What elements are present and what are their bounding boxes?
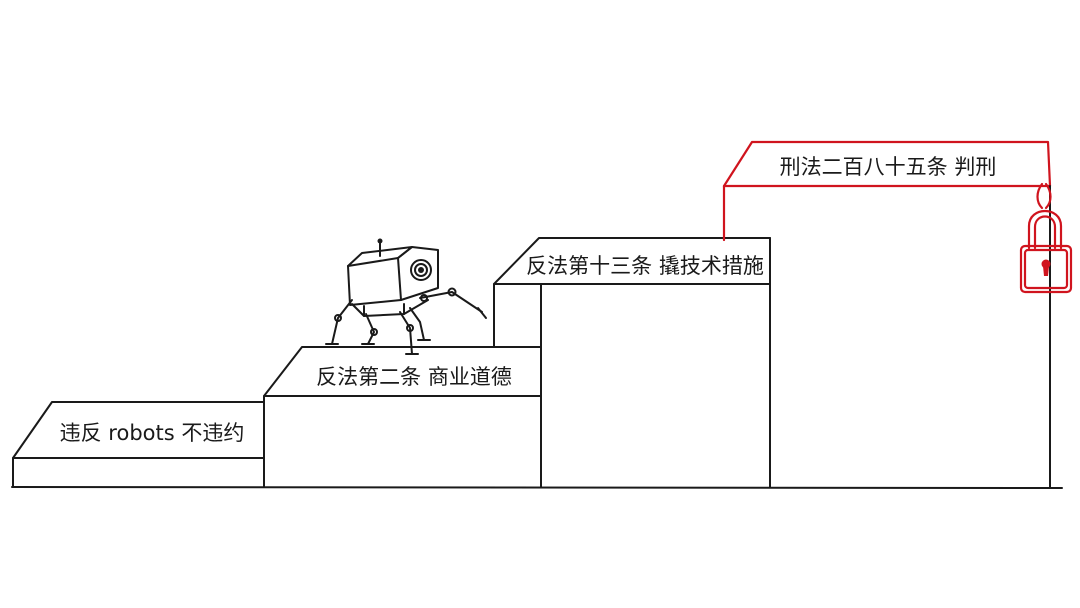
step-1-front xyxy=(12,457,265,488)
ground-line xyxy=(11,486,1063,489)
step-3-front xyxy=(493,237,771,488)
step-3: 反法第十三条 撬技术措施 xyxy=(493,237,771,488)
step-4: 刑法二百八十五条 判刑 xyxy=(722,140,1052,489)
step-4-top xyxy=(722,140,1052,188)
padlock-icon xyxy=(1019,182,1073,294)
step-4-label: 刑法二百八十五条 判刑 xyxy=(780,155,997,179)
step-4-front xyxy=(722,184,1052,242)
step-3-label: 反法第十三条 撬技术措施 xyxy=(526,254,764,278)
step-1: 违反 robots 不违约 xyxy=(12,401,265,488)
robot-icon xyxy=(325,238,487,355)
step-1-label: 违反 robots 不违约 xyxy=(60,421,245,445)
step-1-top xyxy=(12,401,265,459)
step-2-front xyxy=(263,395,542,488)
step-3-top xyxy=(493,237,771,285)
step-2-label: 反法第二条 商业道德 xyxy=(316,365,512,389)
step-2-top xyxy=(263,346,542,397)
step-2: 反法第二条 商业道德 xyxy=(263,346,542,488)
